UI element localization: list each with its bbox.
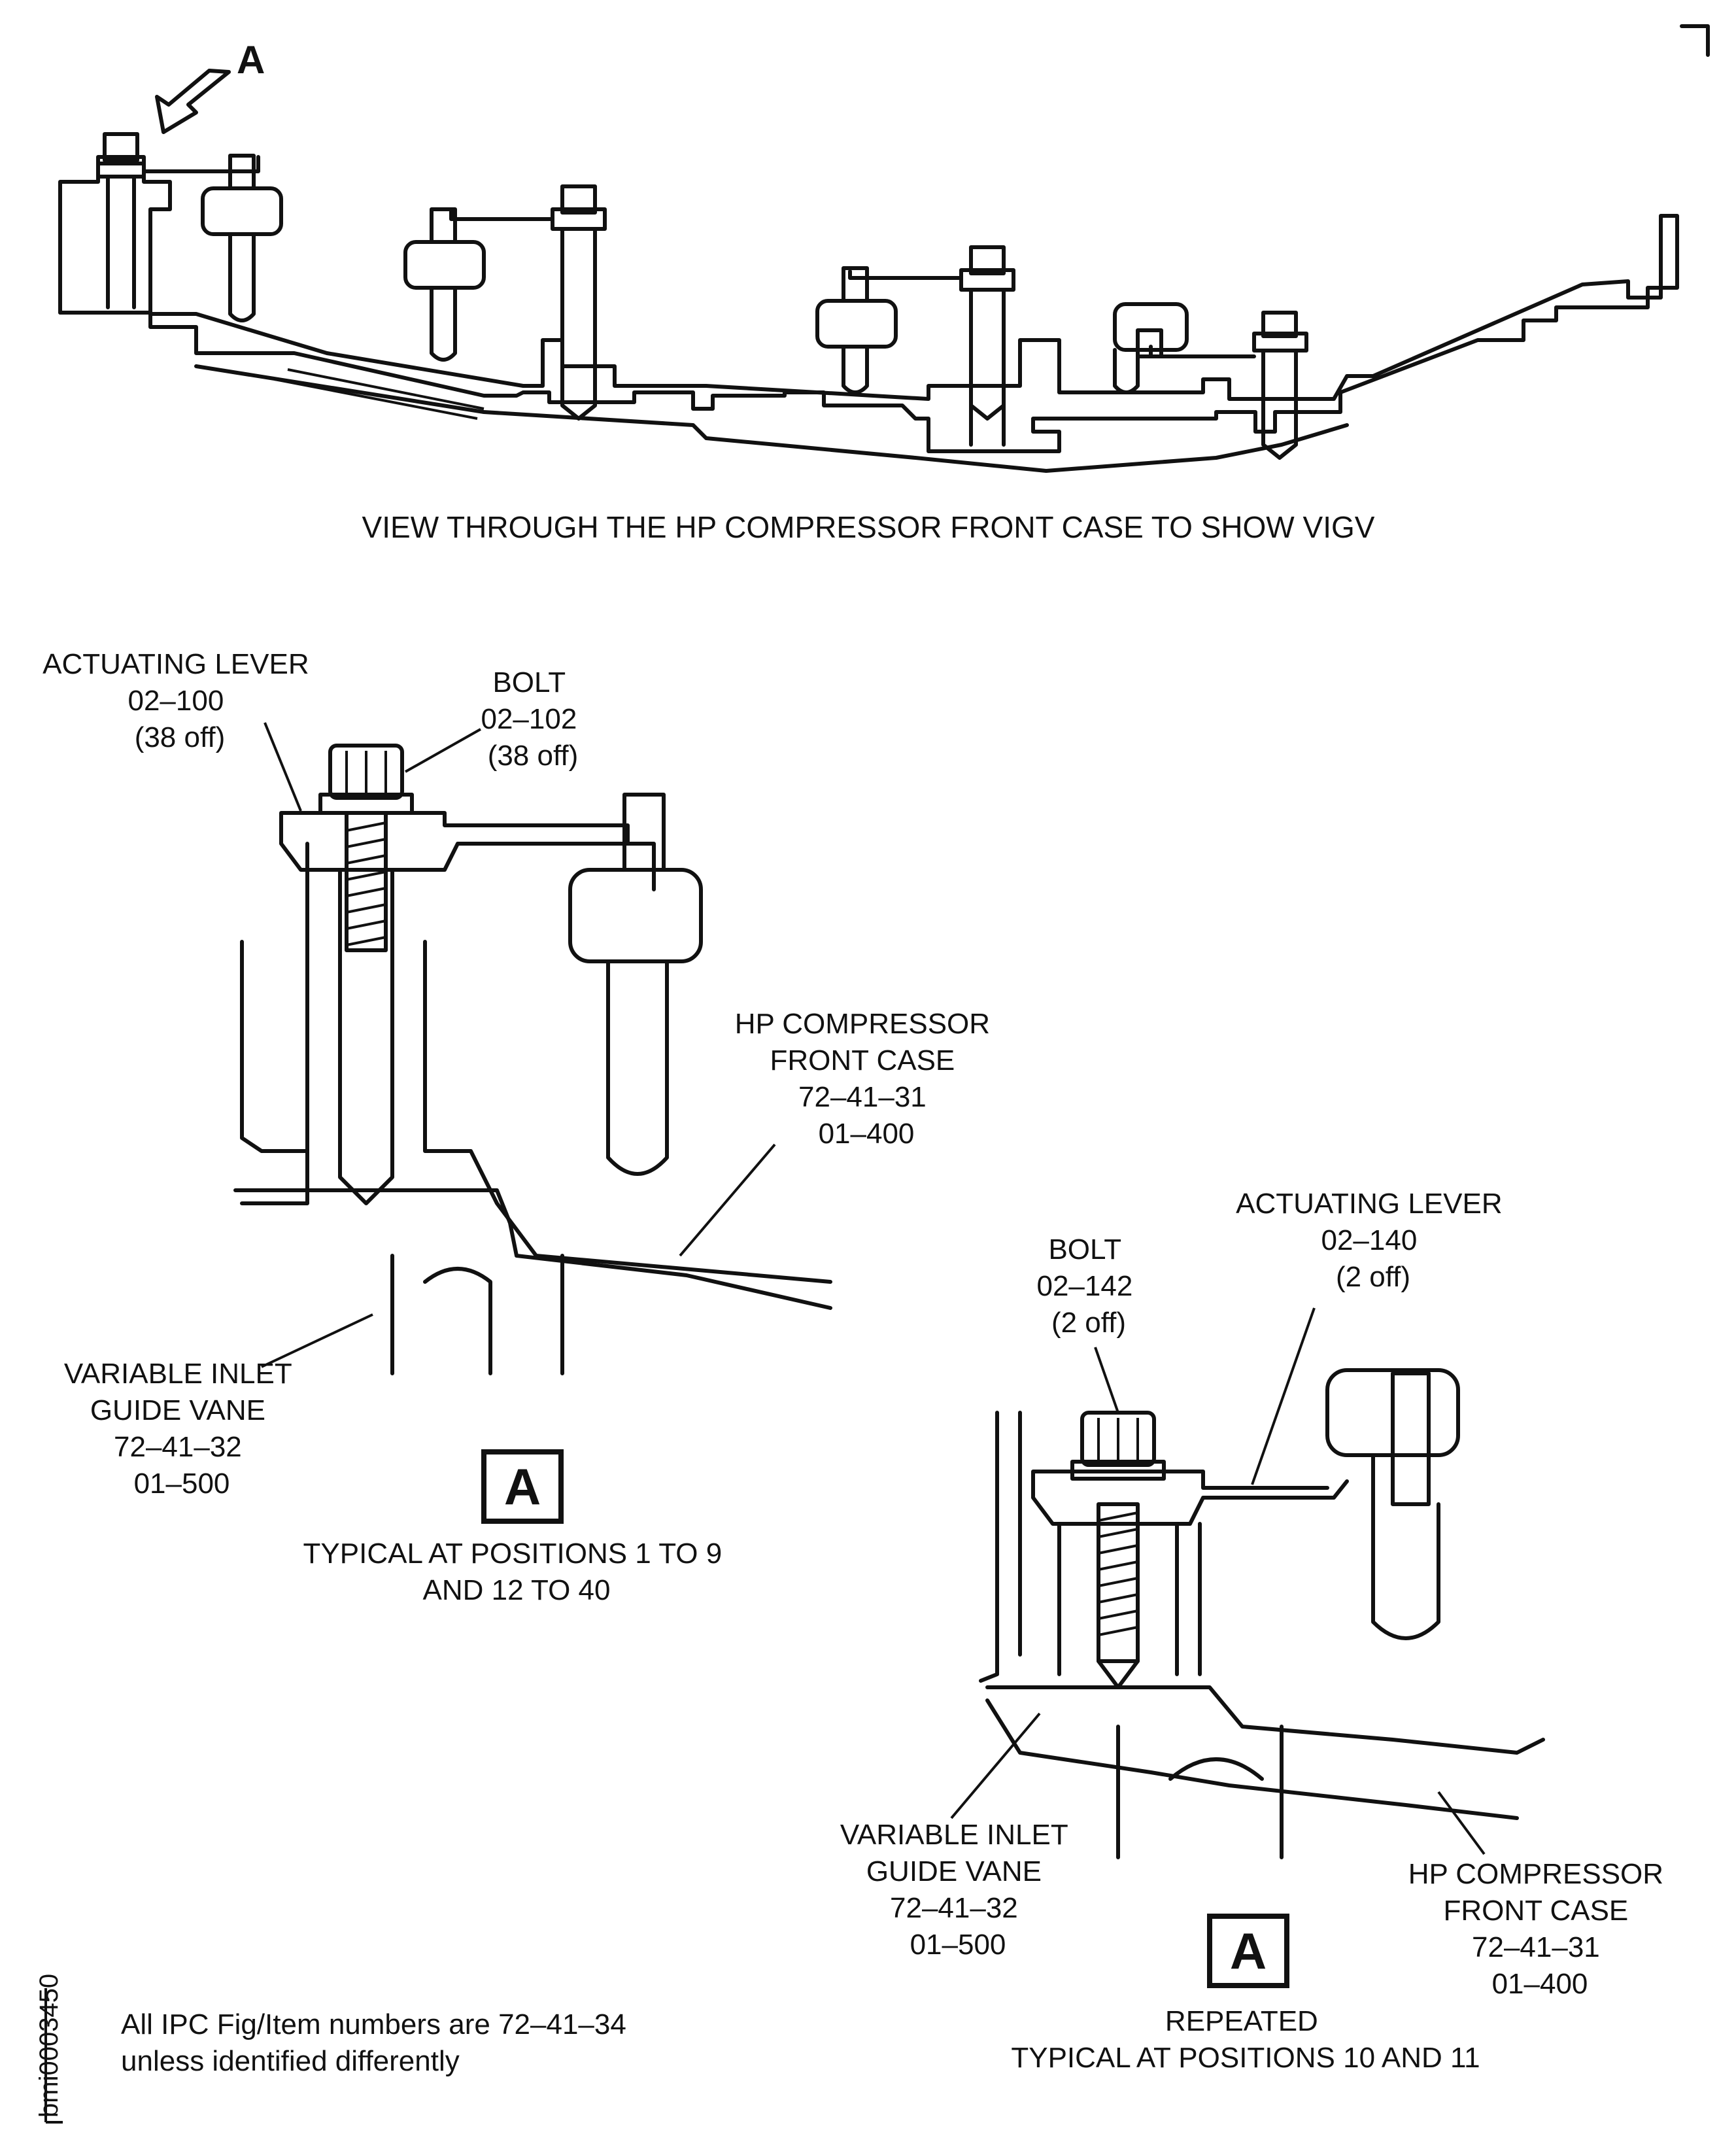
- vane-station-3: [815, 245, 1015, 447]
- detail1-lever-label: ACTUATING LEVER 02–100 (38 off): [43, 648, 317, 753]
- detail1-bolt-leader: [405, 728, 481, 773]
- detail1-actuating-lever: [279, 793, 703, 1176]
- detail1-case-label: HP COMPRESSOR FRONT CASE 72–41–31 01–400: [735, 1008, 998, 1150]
- overview-case-inner: [58, 311, 1349, 473]
- figure-id-bracket: [44, 1988, 63, 2124]
- overview-case-band: [274, 368, 485, 420]
- view-a-arrow: [155, 69, 231, 134]
- detail2-view-box-label: A: [1230, 1922, 1267, 1980]
- detail1-view-box-label: A: [504, 1458, 541, 1515]
- detail1-view-box: [481, 1449, 564, 1524]
- detail2-case-label: HP COMPRESSOR FRONT CASE 72–41–31 01–400: [1408, 1858, 1672, 2000]
- detail2-lever-leader: [1251, 1307, 1316, 1485]
- detail2-actuating-lever: [1031, 1368, 1460, 1640]
- detail2-bolt: [1070, 1411, 1166, 1689]
- overview-caption: VIEW THROUGH THE HP COMPRESSOR FRONT CAS…: [362, 510, 1375, 544]
- detail2-vane-leader: [950, 1712, 1041, 1819]
- detail2-vane-label: VARIABLE INLET GUIDE VANE 72–41–32 01–50…: [840, 1819, 1076, 1961]
- detail1-bolt: [318, 744, 414, 952]
- detail1-vane-and-case: [233, 842, 832, 1375]
- detail2-caption: REPEATED TYPICAL AT POSITIONS 10 AND 11: [1011, 2005, 1480, 2074]
- detail2-lever-label: ACTUATING LEVER 02–140 (2 off): [1236, 1188, 1510, 1293]
- detail2-vane-and-case: [979, 1411, 1545, 1859]
- vane-station-2: [403, 184, 607, 421]
- detail2-bolt-label: BOLT 02–142 (2 off): [1036, 1233, 1140, 1339]
- vane-station-1: [96, 132, 283, 322]
- detail2-bolt-leader: [1094, 1347, 1119, 1413]
- detail1-section: ACTUATING LEVER 02–100 (38 off) BOLT 02–…: [43, 648, 998, 1606]
- detail1-case-leader: [679, 1143, 776, 1257]
- detail2-view-box: [1207, 1914, 1289, 1988]
- figure-id: bmi0003450: [35, 1974, 63, 2118]
- overview-section: A: [58, 38, 1679, 544]
- ipc-note: All IPC Fig/Item numbers are 72–41–34 un…: [121, 2008, 634, 2077]
- detail1-vane-label: VARIABLE INLET GUIDE VANE 72–41–32 01–50…: [64, 1358, 299, 1500]
- detail1-vane-leader: [261, 1313, 373, 1368]
- view-a-arrow-label: A: [237, 38, 265, 82]
- overview-front-case: [58, 162, 1679, 453]
- vane-station-4: [1113, 302, 1308, 460]
- detail1-bolt-label: BOLT 02–102 (38 off): [481, 666, 585, 772]
- detail1-lever-leader: [264, 722, 302, 812]
- detail1-caption: TYPICAL AT POSITIONS 1 TO 9 AND 12 TO 40: [303, 1538, 730, 1606]
- detail2-case-leader: [1437, 1791, 1486, 1855]
- detail2-section: ACTUATING LEVER 02–140 (2 off) BOLT 02–1…: [840, 1188, 1672, 2074]
- corner-mark: [1680, 24, 1710, 57]
